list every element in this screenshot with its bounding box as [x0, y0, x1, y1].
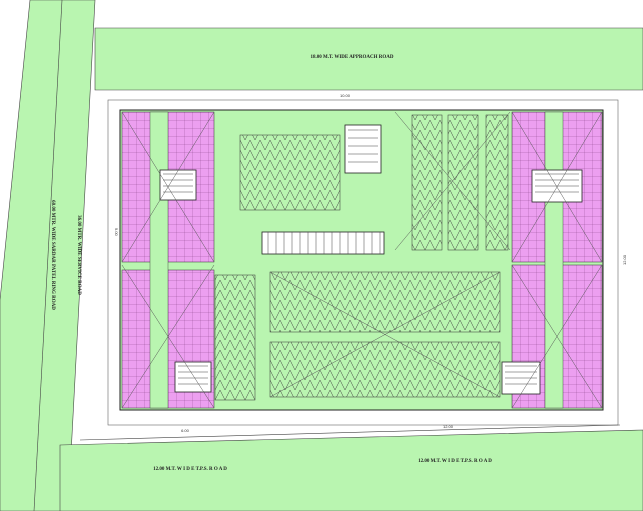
- stalls-north-right: [485, 114, 509, 251]
- tps-road: [59, 429, 643, 511]
- core-sw: [174, 361, 212, 393]
- diagonal-lines: [121, 111, 603, 409]
- dim-left: 9.00: [114, 228, 119, 237]
- core-ne: [531, 169, 583, 203]
- approach-road: [94, 27, 643, 91]
- ramp: [261, 231, 385, 255]
- stalls-centre-bottom: [269, 341, 501, 398]
- core-nw: [159, 169, 197, 201]
- ramp-hatching: [267, 232, 381, 254]
- dim-bottom-right: 12.00: [443, 424, 454, 429]
- aisle-left: [149, 111, 169, 409]
- stalls-north-left: [239, 134, 341, 211]
- ring-road-label: 60.00 MTR. WIDE SARDAR PATEL RING ROAD: [50, 200, 55, 310]
- stalls-north-mid2: [447, 114, 479, 251]
- ring-road-divider: [33, 0, 63, 511]
- dim-top: 10.00: [340, 93, 351, 98]
- approach-road-label: 18.00 M.T. WIDE APPROACH ROAD: [310, 55, 393, 60]
- tps-road-label-left: 12.00 M.T. W I D E T.P.S. R O A D: [153, 467, 227, 472]
- core-n: [344, 124, 382, 174]
- dim-bottom-left: 6.00: [181, 428, 190, 433]
- ring-road: [0, 0, 96, 511]
- stalls-north-mid: [411, 114, 443, 251]
- aisle-right: [544, 111, 564, 409]
- tps-road-label-right: 12.00 M.T. W I D E T.P.S. R O A D: [418, 459, 492, 464]
- site-edge-bottom: [79, 424, 621, 441]
- dim-right: 12.00: [622, 254, 627, 265]
- stalls-centre-top: [269, 271, 501, 333]
- service-road-label: 36.00 MTR. WIDE SERVICE ROAD: [76, 215, 81, 295]
- core-se: [501, 361, 541, 395]
- stalls-west-col: [214, 274, 256, 401]
